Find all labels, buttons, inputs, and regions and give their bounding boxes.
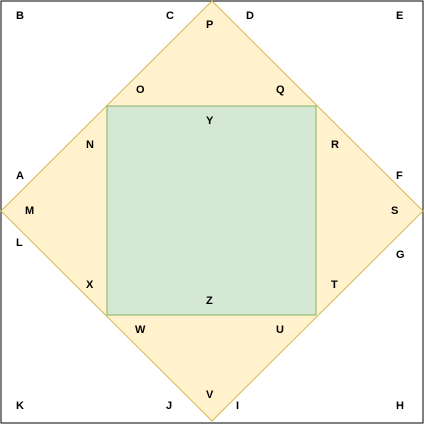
label-g: G [396,249,405,261]
label-u: U [276,324,284,336]
label-w: W [135,324,146,336]
label-y: Y [206,115,214,127]
label-a: A [16,170,24,182]
label-r: R [331,139,339,151]
label-j: J [166,400,172,412]
label-b: B [16,10,24,22]
label-m: M [25,205,34,217]
label-z: Z [206,295,213,307]
label-x: X [86,279,94,291]
label-d: D [246,10,254,22]
label-p: P [206,19,213,31]
label-s: S [391,205,398,217]
label-i: I [236,400,239,412]
label-c: C [166,10,174,22]
label-l: L [16,237,23,249]
label-q: Q [276,84,285,96]
label-f: F [396,170,403,182]
label-e: E [396,10,403,22]
label-k: K [16,400,24,412]
inner-square [106,105,317,316]
label-v: V [206,389,214,401]
label-t: T [331,279,338,291]
label-h: H [396,400,404,412]
label-n: N [86,139,94,151]
label-o: O [136,84,145,96]
